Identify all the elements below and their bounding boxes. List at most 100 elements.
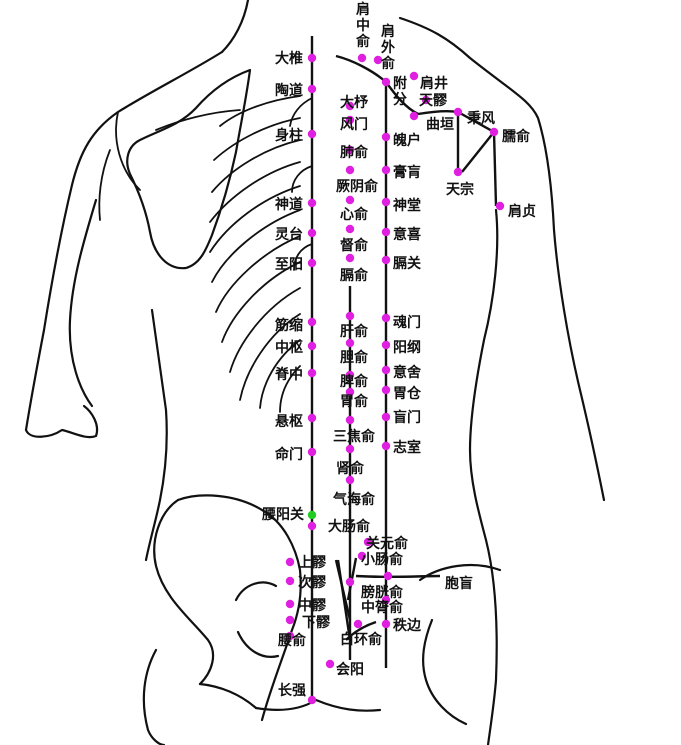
acupoint-zhibian-dot [381, 619, 391, 629]
acupoint-ciliao-label: 次髎 [298, 574, 327, 591]
acupoint-qihaishu-dot [345, 475, 355, 485]
acupoint-tianliao-dot [421, 95, 431, 105]
acupoint-fengmen-dot [345, 115, 355, 125]
acupoint-taodao-label: 陶道 [275, 82, 303, 99]
acupoint-dazhui-label: 大椎 [275, 50, 303, 67]
acupoint-mingmen-dot [307, 447, 317, 457]
acupoint-jianzhen-label: 肩贞 [508, 203, 536, 220]
acupoint-dushu-label: 督俞 [340, 237, 369, 254]
acupoint-dushu-dot [345, 224, 355, 234]
acupoint-zhongshu-label: 中枢 [275, 339, 303, 356]
acupoint-yanggang-label: 阳纲 [393, 339, 421, 356]
acupoint-xialiao-dot [285, 615, 295, 625]
acupoint-danshu-label: 胆俞 [340, 349, 369, 366]
acupoint-zhishi-dot [381, 441, 391, 451]
acupoint-tianzong-dot [453, 167, 463, 177]
acupoint-changqiang-dot [307, 695, 317, 705]
acupoint-huiyang-dot [325, 659, 335, 669]
acupoint-dachangshu-dot [307, 521, 317, 531]
acupoint-jinsuo-label: 筋缩 [275, 317, 303, 334]
acupoint-feishu-dot [345, 145, 355, 155]
body-outline [24, 0, 606, 745]
acupoint-baohuang-dot [383, 571, 393, 581]
acupoint-hunmen-label: 魂门 [393, 314, 421, 331]
acupoint-naoshu-label: 臑俞 [502, 128, 531, 145]
acupoint-xinshu-label: 心俞 [340, 206, 369, 223]
acupoint-yishe-label: 意舍 [393, 364, 422, 381]
acupoint-shenzhu-label: 身柱 [275, 127, 303, 144]
acupoint-geguan-dot [381, 255, 391, 265]
acupoint-jianjing-label: 肩井 [420, 75, 448, 92]
acupoint-ganshu-label: 肝俞 [340, 323, 369, 340]
acupoint-huiyang-label: 会阳 [336, 661, 364, 678]
acupoint-mingmen-label: 命门 [274, 446, 303, 463]
acupoint-zhiyang-label: 至阳 [275, 257, 303, 273]
acupoint-jinsuo-dot [307, 317, 317, 327]
acupoint-taodao-dot [307, 84, 317, 94]
acupoint-xiaochangshu-dot [357, 551, 367, 561]
acupoint-gaohuang-label: 膏肓 [393, 164, 421, 181]
acupoint-yishe-dot [381, 365, 391, 375]
ribs [209, 95, 313, 413]
acupoint-huangmen-label: 盲门 [393, 409, 421, 426]
acupoints: 大椎陶道身柱神道灵台至阳筋缩中枢脊中悬枢命门腰阳关上髎次髎中髎下髎腰俞长强肩中俞… [261, 1, 536, 705]
acupoint-yaoyangguan-label: 腰阳关 [261, 506, 304, 523]
acupoint-pohu-label: 魄户 [393, 132, 421, 149]
acupoint-yixi-dot [381, 227, 391, 237]
acupoint-pishu-dot [345, 370, 355, 380]
acupoint-qihaishu-label: 气海俞 [332, 491, 376, 508]
acupoint-shenzhu-dot [307, 129, 317, 139]
acupoint-quyuan-dot [409, 111, 419, 121]
scapula [98, 68, 252, 270]
acupoint-dachangshu-label: 大肠俞 [328, 518, 371, 535]
acupoint-weicang-dot [381, 385, 391, 395]
acupoint-ciliao-dot [285, 576, 295, 586]
acupoint-pohu-dot [381, 132, 391, 142]
acupoint-yixi-label: 意喜 [393, 226, 421, 243]
acupoint-baihuanshu-label: 白环俞 [340, 631, 383, 648]
acupoint-geshu-label: 膈俞 [339, 267, 369, 284]
acupoint-jianzhongshu-label: 肩中俞 [355, 1, 371, 50]
acupoint-dazhui-dot [307, 53, 317, 63]
acupoint-shentang-dot [381, 197, 391, 207]
acupoint-changqiang-label: 长强 [278, 682, 306, 699]
acupoint-baohuang-label: 胞盲 [444, 575, 473, 592]
acupoint-pangguangshu-label: 膀胱俞 [360, 584, 404, 601]
acupoint-danshu-dot [345, 338, 355, 348]
acupoint-zhongliao-dot [285, 599, 295, 609]
acupoint-baihuanshu-dot [353, 619, 363, 629]
acupoint-jianjing-dot [409, 71, 419, 81]
acupoint-jianwaishu-label: 肩外俞 [380, 23, 396, 72]
acupoint-quyuan-label: 曲垣 [426, 116, 454, 133]
acupoint-huangmen-dot [381, 412, 391, 422]
acupoint-yaoyangguan-dot [307, 510, 317, 520]
acupoint-zhibian-label: 秩边 [393, 617, 422, 634]
acupoint-ganshu-dot [345, 311, 355, 321]
acupoint-yanggang-dot [381, 340, 391, 350]
acupoint-pangguangshu-dot [345, 577, 355, 587]
acupoint-weishu-label: 胃俞 [340, 393, 369, 410]
acupoint-jueyinshu-dot [345, 165, 355, 175]
acupoint-sanjiaoshu-label: 三焦俞 [333, 428, 376, 445]
acupoint-hunmen-dot [381, 313, 391, 323]
acupoint-jizhong-label: 脊中 [274, 366, 303, 383]
acupoint-tianzong-label: 天宗 [446, 181, 474, 198]
acupoint-fufen-dot [381, 77, 391, 87]
acupoint-weishu-dot [345, 387, 355, 397]
acupoint-dazhu-dot [345, 101, 355, 111]
acupoint-shendao-label: 神道 [275, 196, 303, 213]
acupoint-zhishi-label: 志室 [393, 439, 421, 456]
acupoint-xiaochangshu-label: 小肠俞 [361, 551, 404, 568]
acupoint-shangliao-label: 上髎 [298, 554, 327, 571]
acupoint-geshu-dot [345, 253, 355, 263]
acupoint-jianzhongshu-dot [357, 53, 367, 63]
acupoint-feishu-label: 肺俞 [340, 144, 369, 161]
acupoint-zhongshu-dot [307, 341, 317, 351]
acupoint-dazhu-label: 大杼 [340, 94, 369, 111]
acupoint-xuanshu-label: 悬枢 [274, 413, 303, 430]
acupoint-bingfeng-label: 秉风 [467, 110, 495, 127]
acupoint-lingtai-label: 灵台 [275, 226, 303, 243]
pelvis [142, 494, 502, 745]
